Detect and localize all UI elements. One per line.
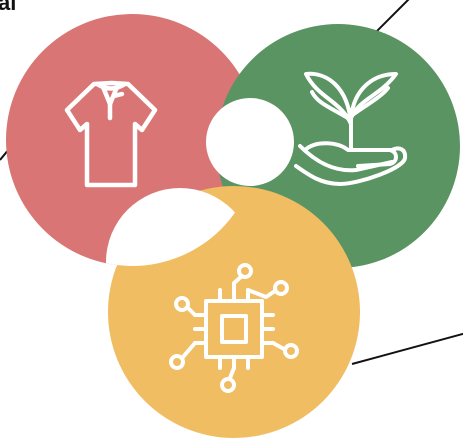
plant-in-hand-icon — [294, 71, 408, 186]
polo-shirt-icon — [64, 80, 158, 188]
center-overlap-gap — [206, 98, 294, 186]
connector-line-bottom-right — [351, 332, 463, 365]
corner-label: al — [0, 0, 17, 15]
microchip-icon — [169, 263, 299, 393]
